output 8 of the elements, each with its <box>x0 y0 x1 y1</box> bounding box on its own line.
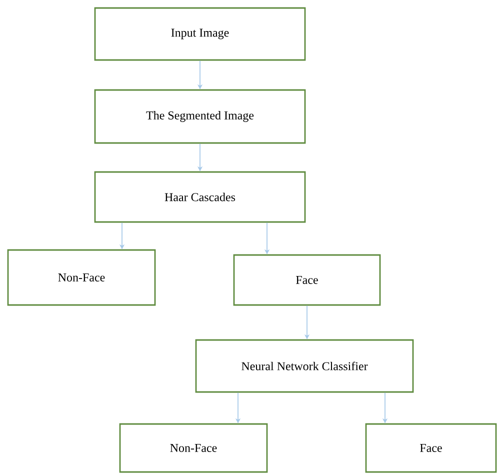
process-box: Face <box>233 254 381 306</box>
process-box: Non-Face <box>7 249 156 306</box>
process-box: Haar Cascades <box>94 171 306 223</box>
process-box: Non-Face <box>119 423 268 473</box>
process-box: The Segmented Image <box>94 89 306 144</box>
process-box: Neural Network Classifier <box>195 339 414 393</box>
process-box: Input Image <box>94 7 306 61</box>
process-box: Face <box>365 423 497 473</box>
